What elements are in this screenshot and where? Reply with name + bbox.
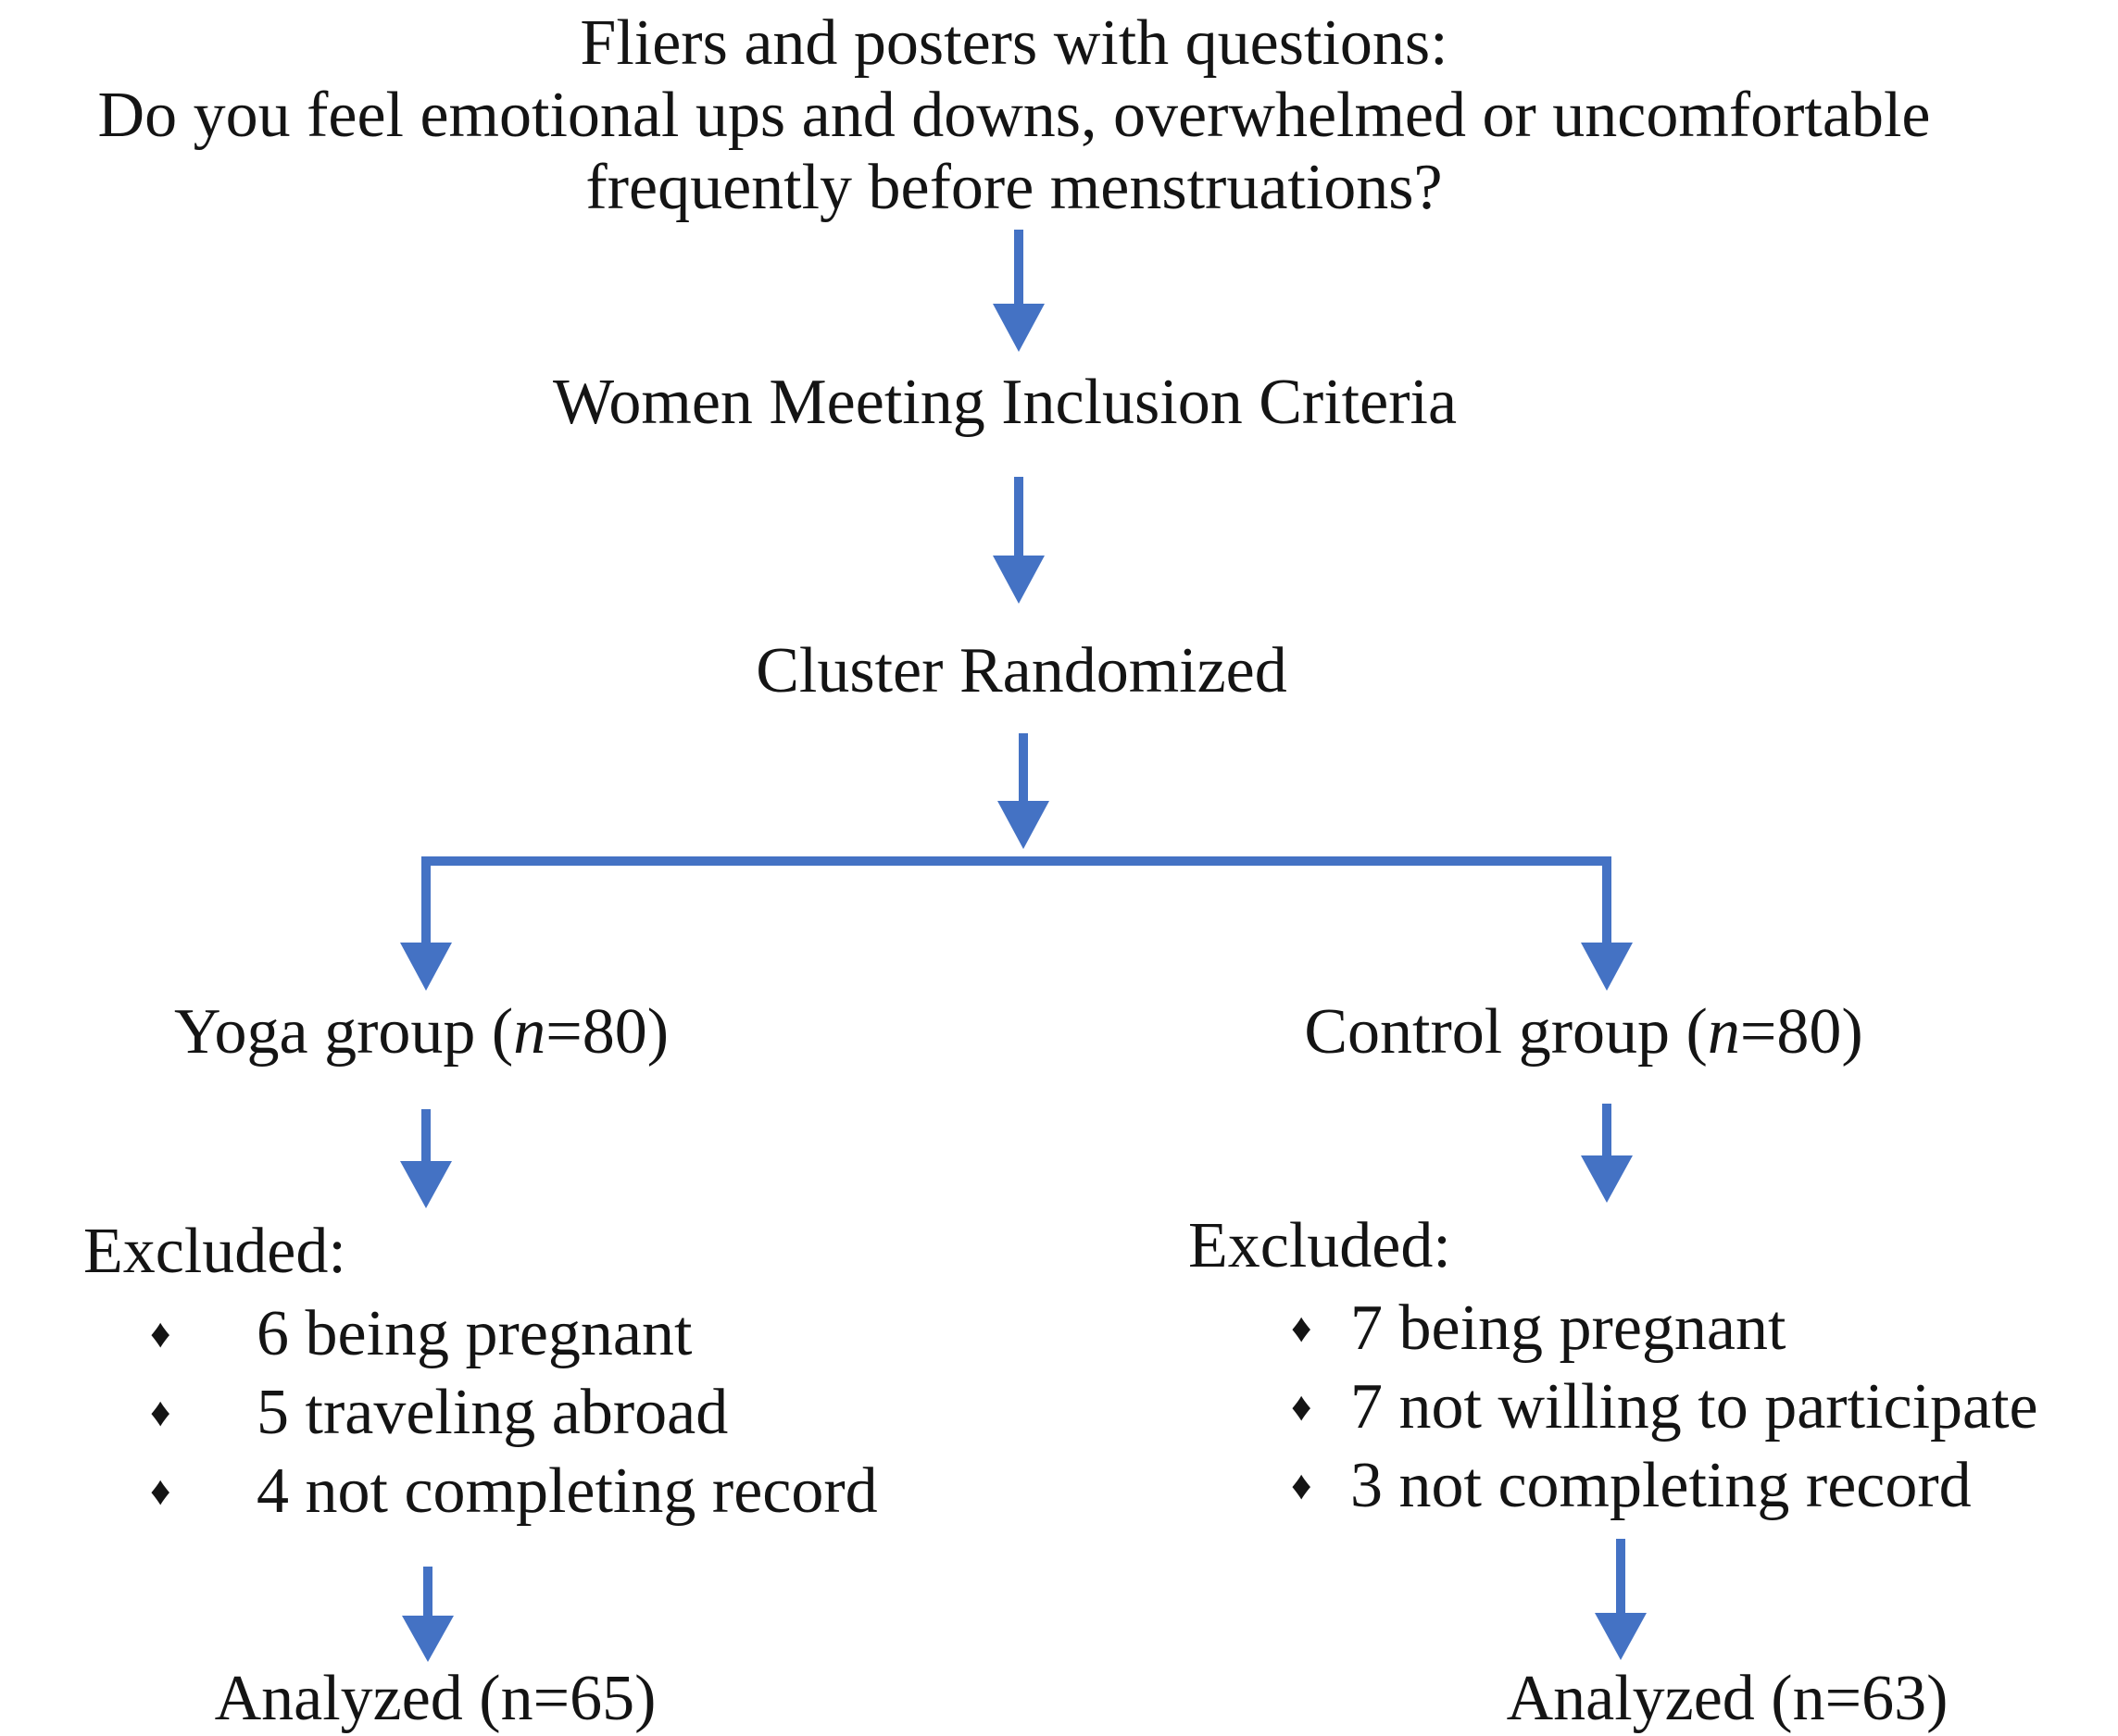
- recruitment-line-1: Fliers and posters with questions:: [580, 7, 1448, 79]
- excluded-control-item: ♦ 7 being pregnant: [1188, 1289, 2038, 1368]
- yoga-group-count: =80): [545, 996, 670, 1068]
- excluded-control-title: Excluded:: [1188, 1210, 1451, 1281]
- excluded-yoga-item: ♦ 6 being pregnant: [83, 1294, 878, 1373]
- diamond-bullet-icon: ♦: [1291, 1305, 1312, 1351]
- excluded-block-control: Excluded: ♦ 7 being pregnant ♦ 7 not wil…: [1188, 1204, 2038, 1525]
- yoga-group-node: Yoga group (n=80): [0, 996, 843, 1068]
- excluded-control-item: ♦ 7 not willing to participate: [1188, 1368, 2038, 1446]
- excluded-yoga-item-text: 5 traveling abroad: [257, 1377, 729, 1448]
- diamond-bullet-icon: ♦: [150, 1311, 171, 1356]
- recruitment-node: Fliers and posters with questions: Do yo…: [0, 7, 2028, 224]
- excluded-yoga-item: ♦ 5 traveling abroad: [83, 1373, 878, 1452]
- recruitment-line-2: Do you feel emotional ups and downs, ove…: [97, 80, 1931, 151]
- inclusion-node: Women Meeting Inclusion Criteria: [552, 367, 1458, 438]
- randomized-node: Cluster Randomized: [756, 635, 1287, 706]
- analyzed-yoga-node: Analyzed (n=65): [214, 1663, 657, 1734]
- arrow-yoga-to-excluded: [400, 1109, 452, 1208]
- diamond-bullet-icon: ♦: [150, 1468, 171, 1514]
- diamond-bullet-icon: ♦: [1291, 1463, 1312, 1508]
- diamond-bullet-icon: ♦: [1291, 1384, 1312, 1430]
- yoga-group-label: Yoga group (: [173, 996, 514, 1068]
- arrow-excluded-to-analyzed-left: [402, 1567, 454, 1662]
- control-group-label: Control group (: [1304, 996, 1708, 1068]
- excluded-yoga-item-text: 6 being pregnant: [257, 1298, 693, 1369]
- recruitment-line-3: frequently before menstruations?: [585, 152, 1443, 223]
- excluded-control-item-text: 7 being pregnant: [1350, 1293, 1786, 1364]
- excluded-control-item: ♦ 3 not completing record: [1188, 1446, 2038, 1525]
- diamond-bullet-icon: ♦: [150, 1390, 171, 1435]
- excluded-block-yoga: Excluded: ♦ 6 being pregnant ♦ 5 traveli…: [83, 1209, 878, 1530]
- excluded-control-item-text: 3 not completing record: [1350, 1450, 1972, 1521]
- control-group-count: =80): [1739, 996, 1863, 1068]
- arrow-excluded-to-analyzed-right: [1595, 1539, 1647, 1660]
- control-group-n-symbol: n: [1707, 996, 1740, 1068]
- arrow-recruitment-to-inclusion: [993, 230, 1045, 352]
- arrow-inclusion-to-randomized: [993, 477, 1045, 604]
- excluded-yoga-item-text: 4 not completing record: [257, 1455, 878, 1527]
- yoga-group-n-symbol: n: [513, 996, 546, 1068]
- arrow-randomized-to-branch: [997, 733, 1049, 849]
- excluded-control-item-text: 7 not willing to participate: [1350, 1371, 2038, 1443]
- analyzed-control-node: Analyzed (n=63): [1506, 1663, 1949, 1734]
- excluded-yoga-item: ♦ 4 not completing record: [83, 1452, 878, 1530]
- excluded-yoga-title: Excluded:: [83, 1216, 346, 1287]
- branch-connector: [400, 856, 1633, 991]
- arrow-control-to-excluded: [1581, 1104, 1633, 1203]
- control-group-node: Control group (n=80): [1121, 996, 2047, 1068]
